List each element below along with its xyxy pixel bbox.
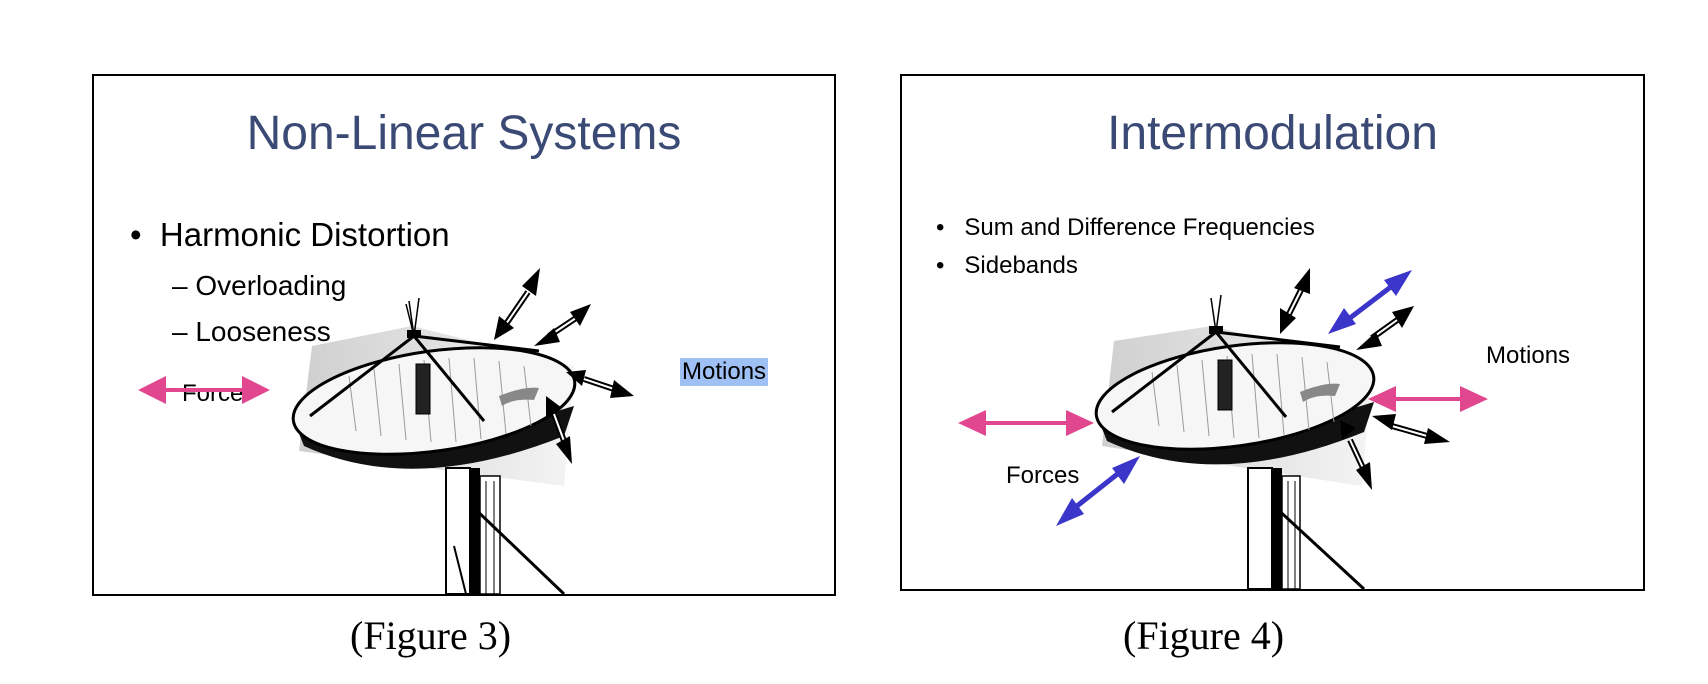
bullet-text: Sidebands [964,252,1078,279]
slide-non-linear-systems: Non-Linear Systems • Harmonic Distortion… [92,74,836,596]
force-arrow [138,376,270,404]
slide-title: Non-Linear Systems [246,107,682,160]
sub-bullet-item: – Looseness [172,316,331,347]
motions-label: Motions [1486,342,1571,369]
forces-label: Forces [1006,462,1080,489]
antenna-dish [1094,294,1376,465]
sub-bullet-text: Looseness [195,316,331,347]
blue-arrows [1056,270,1412,526]
slide-title: Intermodulation [1107,107,1438,160]
bullet-text: Sum and Difference Frequencies [964,214,1315,241]
bullet-item: • Sidebands [936,252,1078,279]
force-label: Force [182,380,244,407]
bullet-item: • Harmonic Distortion [130,216,450,253]
motions-label: Motions [680,358,769,386]
sub-bullet-item: – Overloading [172,270,347,301]
tower [1247,467,1366,589]
figure-caption: (Figure 3) [350,613,512,658]
figure-caption: (Figure 4) [1123,613,1285,658]
antenna-illustration [138,268,634,594]
tower [445,467,566,594]
slide-intermodulation: Intermodulation • Sum and Difference Fre… [900,74,1645,591]
antenna-illustration [958,268,1488,589]
force-arrows [958,386,1488,436]
antenna-dish [291,297,577,469]
motion-arrows [494,268,634,464]
bullet-text: Harmonic Distortion [159,216,450,253]
sub-bullet-text: Overloading [195,270,347,301]
motion-arrows [1280,268,1450,490]
bullet-item: • Sum and Difference Frequencies [936,214,1315,241]
